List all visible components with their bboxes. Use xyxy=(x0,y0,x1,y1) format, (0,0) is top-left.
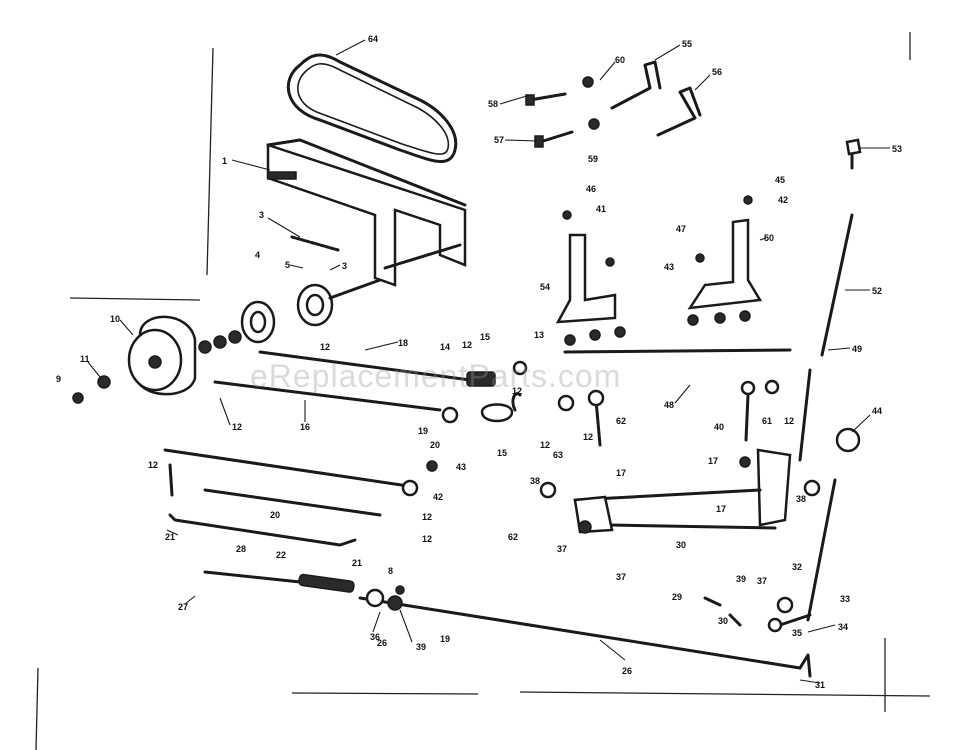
callout-nut-35: 35 xyxy=(792,628,802,638)
callout-washer-11: 11 xyxy=(80,354,90,364)
callout-pin-12b: 12 xyxy=(232,422,242,432)
callout-rod-28: 28 xyxy=(236,544,246,554)
callout-washer-26: 26 xyxy=(377,638,387,648)
callout-rod-16: 16 xyxy=(300,422,310,432)
callout-pin-27: 27 xyxy=(178,602,188,612)
callout-hook-56: 56 xyxy=(712,67,722,77)
callout-nut-60: 60 xyxy=(615,55,625,65)
callout-washer-37c: 37 xyxy=(757,576,767,586)
leader-lines xyxy=(87,39,890,684)
callout-pin-12a: 12 xyxy=(320,342,330,352)
callout-washer-38b: 38 xyxy=(796,494,806,504)
callout-bolt-58: 58 xyxy=(488,99,498,109)
callout-pulley-a: 4 xyxy=(255,250,260,260)
callout-labels: 64 1 3 4 5 3 10 11 9 12 12 16 18 12 14 1… xyxy=(56,34,902,690)
mounting-bracket xyxy=(266,138,467,287)
callout-pin-12g: 12 xyxy=(422,534,432,544)
callout-bracket-50: 50 xyxy=(764,233,774,243)
callout-clip-62: 62 xyxy=(508,532,518,542)
callout-washer-47: 47 xyxy=(676,224,686,234)
callout-link-40: 40 xyxy=(714,422,724,432)
callout-pin-12f: 12 xyxy=(422,512,432,522)
frame-lines xyxy=(35,32,931,750)
callout-link-12h: 12 xyxy=(784,416,794,426)
callout-nut-32: 32 xyxy=(792,562,802,572)
callout-spring-3: 3 xyxy=(259,210,264,220)
callout-bolt-9: 9 xyxy=(56,374,61,384)
callout-spring-13: 13 xyxy=(534,330,544,340)
lever-linkage-right xyxy=(539,213,861,633)
callout-nut-39: 39 xyxy=(416,642,426,652)
callout-knob-44: 44 xyxy=(872,406,882,416)
callout-rod-48: 48 xyxy=(664,400,674,410)
callout-washer-17b: 17 xyxy=(708,456,718,466)
callout-clip-12d: 12 xyxy=(512,386,522,396)
callout-clip-12e: 12 xyxy=(148,460,158,470)
support-brackets xyxy=(555,195,763,346)
callout-stud-8: 8 xyxy=(388,566,393,576)
callout-pin-12c: 12 xyxy=(462,340,472,350)
callout-rod-14: 14 xyxy=(440,342,450,352)
control-rods-left xyxy=(163,350,812,678)
callout-rod-22: 22 xyxy=(276,550,286,560)
callout-nut-39b: 39 xyxy=(736,574,746,584)
callout-nut-42b: 42 xyxy=(778,195,788,205)
callout-washer-61: 61 xyxy=(762,416,772,426)
pulley-assembly xyxy=(240,235,382,344)
callout-bolt-36: 36 xyxy=(370,632,380,642)
callout-bracket-54: 54 xyxy=(540,282,550,292)
callout-end-31: 31 xyxy=(815,680,825,690)
callout-rod-15b: 15 xyxy=(497,448,507,458)
callout-nut-19b: 19 xyxy=(440,634,450,644)
callout-rod-30: 30 xyxy=(676,540,686,550)
electric-clutch xyxy=(72,315,242,404)
callout-washer-17c: 17 xyxy=(716,504,726,514)
callout-lever-34: 34 xyxy=(838,622,848,632)
callout-bolt-57: 57 xyxy=(494,135,504,145)
callout-rod-62: 62 xyxy=(616,416,626,426)
callout-rod-18: 18 xyxy=(398,338,408,348)
callout-washer-17: 17 xyxy=(616,468,626,478)
callout-pulley-c: 3 xyxy=(342,261,347,271)
callout-cap-53: 53 xyxy=(892,144,902,154)
small-parts-center xyxy=(365,360,528,611)
callout-spring-29: 29 xyxy=(672,592,682,602)
callout-nut-41: 41 xyxy=(596,204,606,214)
callout-clutch: 10 xyxy=(110,314,120,324)
callout-end-21: 21 xyxy=(165,532,175,542)
callout-nut-37b: 37 xyxy=(616,572,626,582)
callout-washer-63: 63 xyxy=(553,450,563,460)
callout-rod-26: 26 xyxy=(622,666,632,676)
callout-pulley-b: 5 xyxy=(285,260,290,270)
upper-hardware xyxy=(525,60,862,170)
callout-pin-12i: 12 xyxy=(540,440,550,450)
callout-block-15: 15 xyxy=(480,332,490,342)
drive-belt xyxy=(286,53,458,164)
callout-nut-37: 37 xyxy=(557,544,567,554)
callout-washer-38: 38 xyxy=(530,476,540,486)
callout-nut-43b: 43 xyxy=(664,262,674,272)
callout-lever-52: 52 xyxy=(872,286,882,296)
callout-rod-20: 20 xyxy=(430,440,440,450)
callout-bracket-33: 33 xyxy=(840,594,850,604)
callout-nut-59: 59 xyxy=(588,154,598,164)
callout-belt: 64 xyxy=(368,34,378,44)
callout-bolt-45: 45 xyxy=(775,175,785,185)
callout-hook-55: 55 xyxy=(682,39,692,49)
callout-pin-12j: 12 xyxy=(583,432,593,442)
callout-nut-42: 42 xyxy=(433,492,443,502)
callout-grip-21: 21 xyxy=(352,558,362,568)
callout-bolt-30: 30 xyxy=(718,616,728,626)
callout-rod-20b: 20 xyxy=(270,510,280,520)
callout-nut-43: 43 xyxy=(456,462,466,472)
callout-spring-49: 49 xyxy=(852,344,862,354)
callout-bolt-46: 46 xyxy=(586,184,596,194)
callout-bracket: 1 xyxy=(222,156,227,166)
callout-rod-19: 19 xyxy=(418,426,428,436)
